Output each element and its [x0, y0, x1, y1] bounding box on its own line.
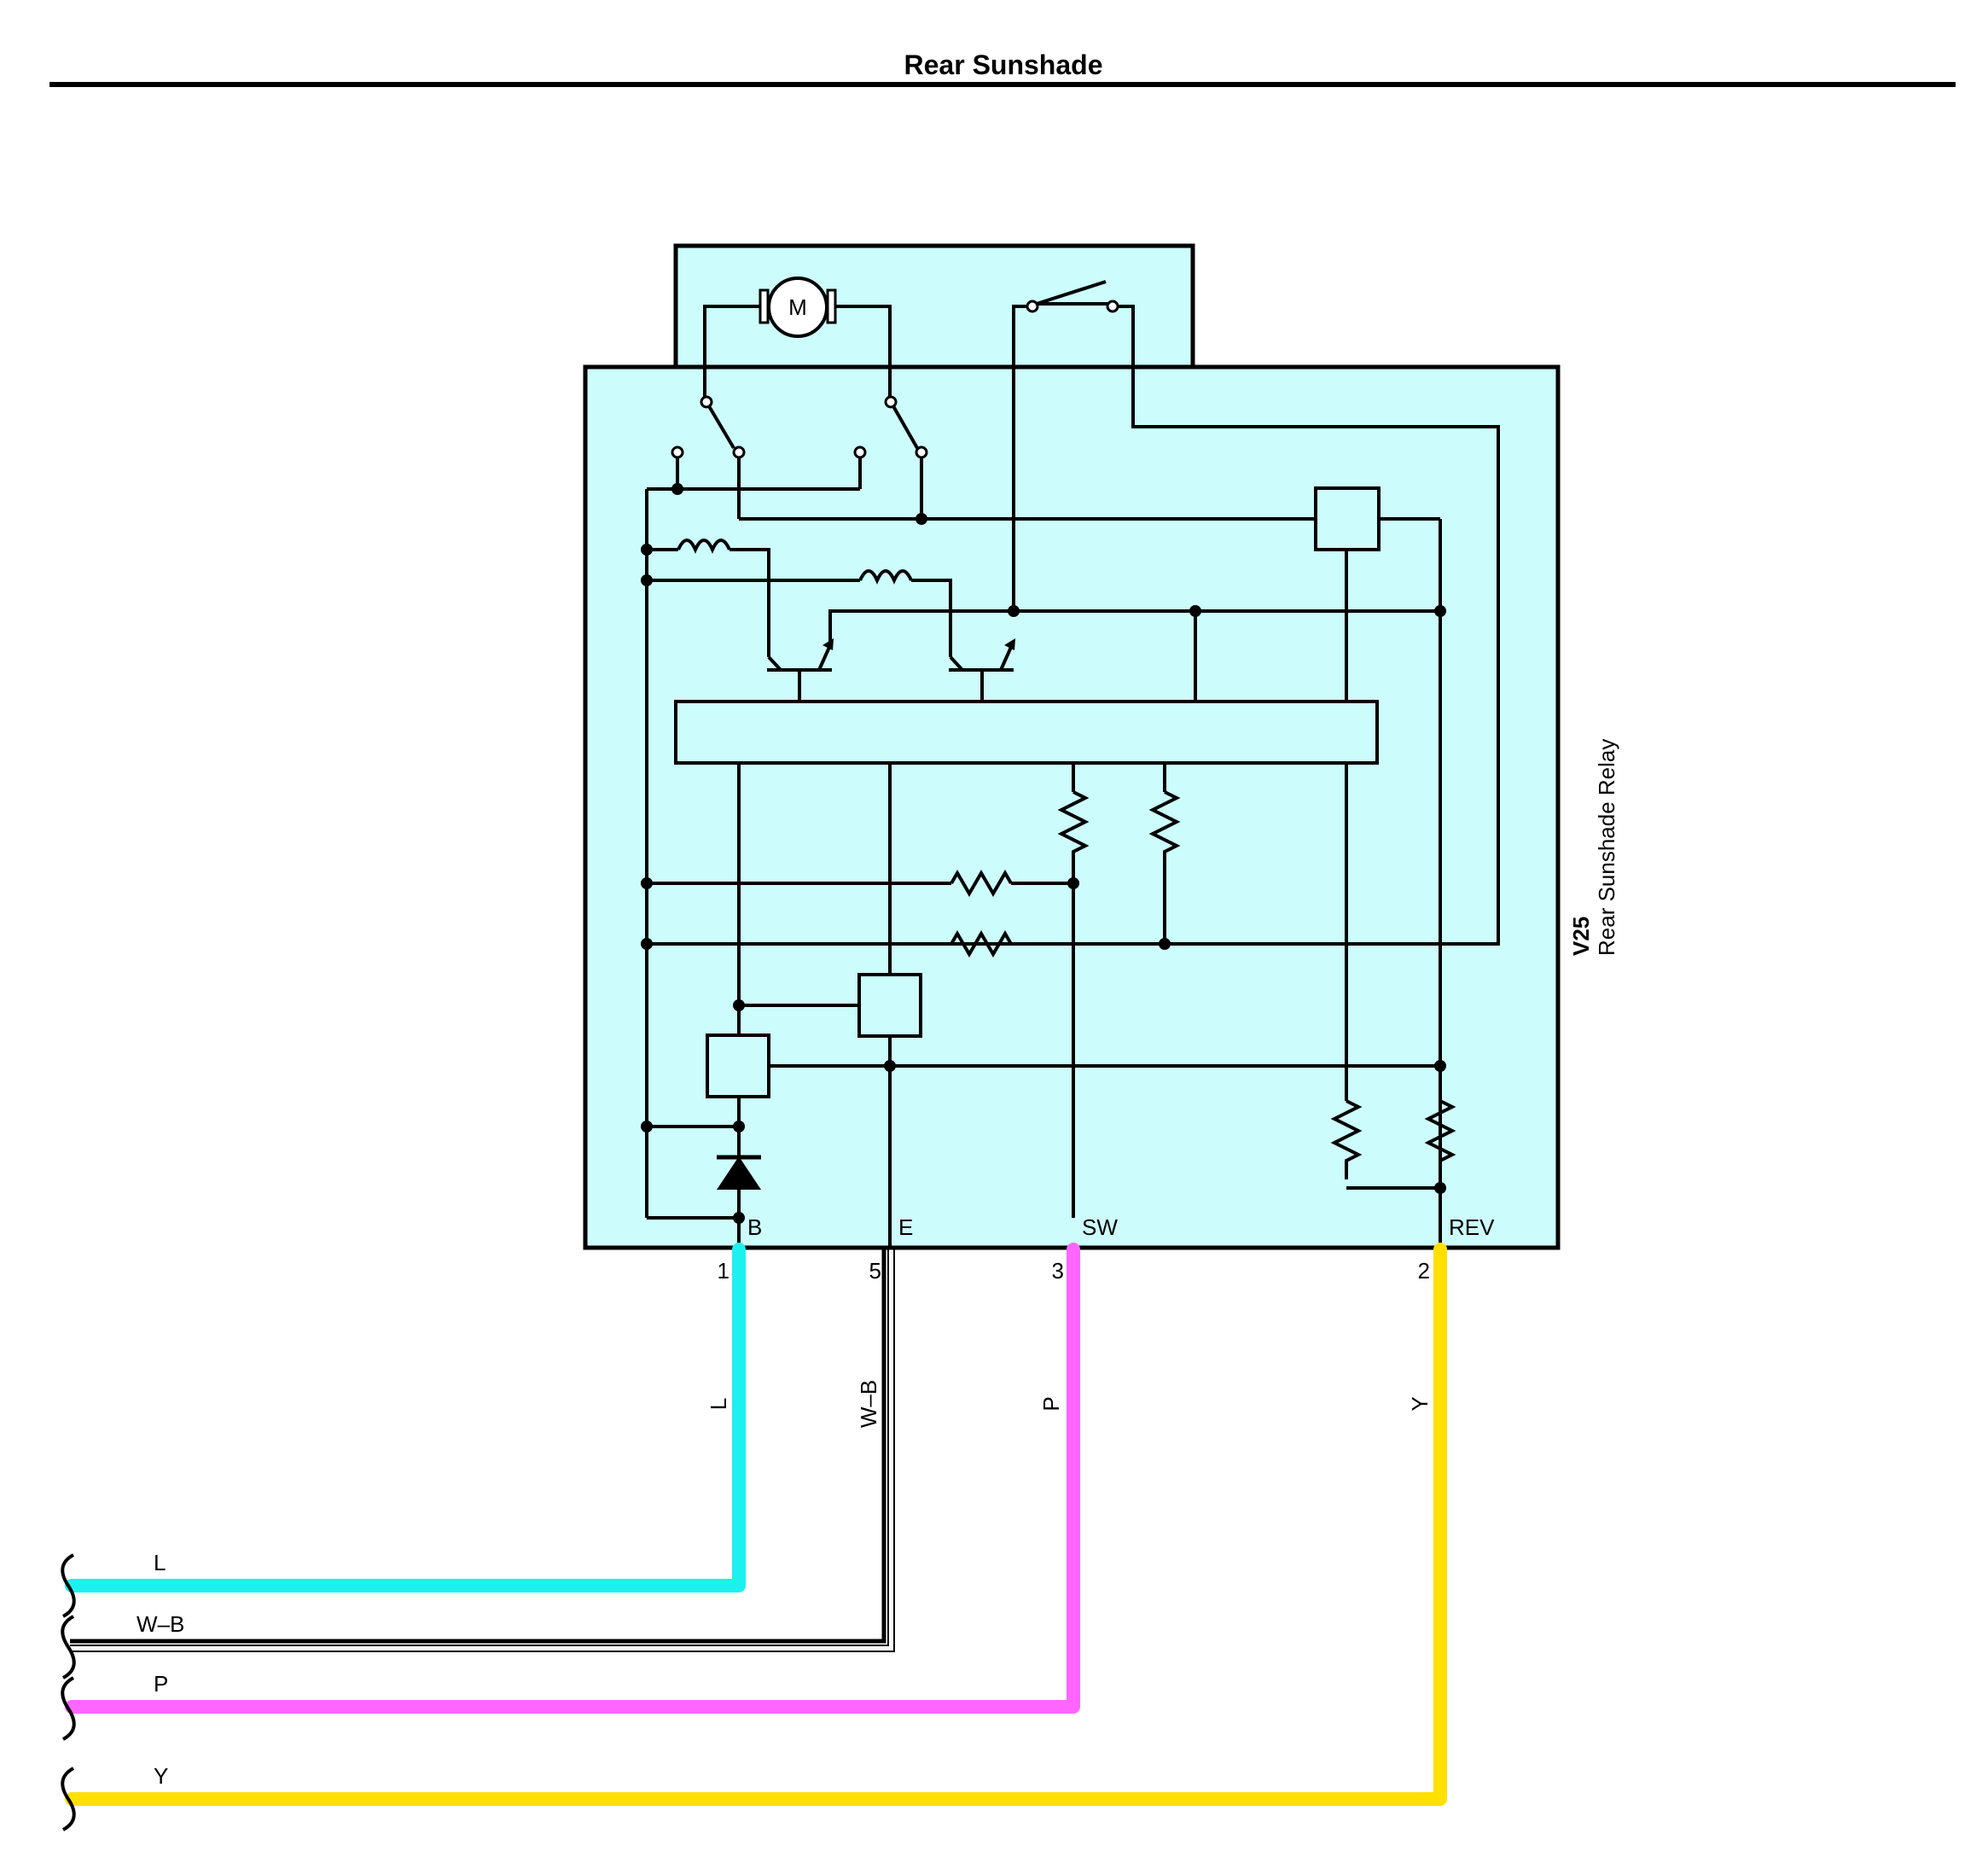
terminal-pin-sw: 3 — [1052, 1258, 1064, 1284]
wire-break-icon — [61, 1615, 76, 1680]
wire-label-y: Y — [154, 1763, 168, 1789]
terminal-name-rev: REV — [1449, 1214, 1495, 1240]
page-title: Rear Sunshade — [904, 49, 1103, 80]
relay-circuit: M — [641, 277, 1500, 1248]
component-code: V25 — [1568, 917, 1594, 956]
wire-break-icon — [61, 1767, 76, 1831]
wire-label-l: L — [154, 1550, 166, 1575]
wire-break-icon — [61, 1676, 76, 1741]
wire-p — [65, 1243, 1080, 1714]
terminal-name-sw: SW — [1082, 1214, 1118, 1240]
wire-label-w-b: W–B — [137, 1611, 184, 1637]
motor-label: M — [788, 294, 807, 320]
wire-label-vertical-y: Y — [1407, 1396, 1433, 1411]
wire-l — [65, 1243, 746, 1592]
component-designation: V25 Rear Sunshade Relay — [1568, 739, 1619, 956]
wire-label-vertical-l: L — [706, 1398, 731, 1410]
relay-housing — [583, 243, 1561, 1250]
wire-y — [65, 1243, 1447, 1806]
terminal-name-e: E — [898, 1214, 913, 1240]
wire-break-symbols — [61, 1553, 76, 1831]
terminal-pin-b: 1 — [718, 1258, 730, 1284]
wire-harness — [65, 1243, 1447, 1806]
wire-label-vertical-w-b: W–B — [856, 1380, 881, 1428]
component-name: Rear Sunshade Relay — [1594, 739, 1619, 956]
terminal-pin-e: 5 — [869, 1258, 881, 1284]
terminal-pin-rev: 2 — [1418, 1258, 1430, 1284]
relay-ic-block — [674, 700, 1379, 765]
wire-label-vertical-p: P — [1038, 1396, 1064, 1411]
wire-w-b — [70, 1249, 895, 1652]
wire-label-p: P — [154, 1671, 168, 1697]
terminal-name-b: B — [747, 1214, 762, 1240]
wire-break-icon — [61, 1553, 76, 1618]
